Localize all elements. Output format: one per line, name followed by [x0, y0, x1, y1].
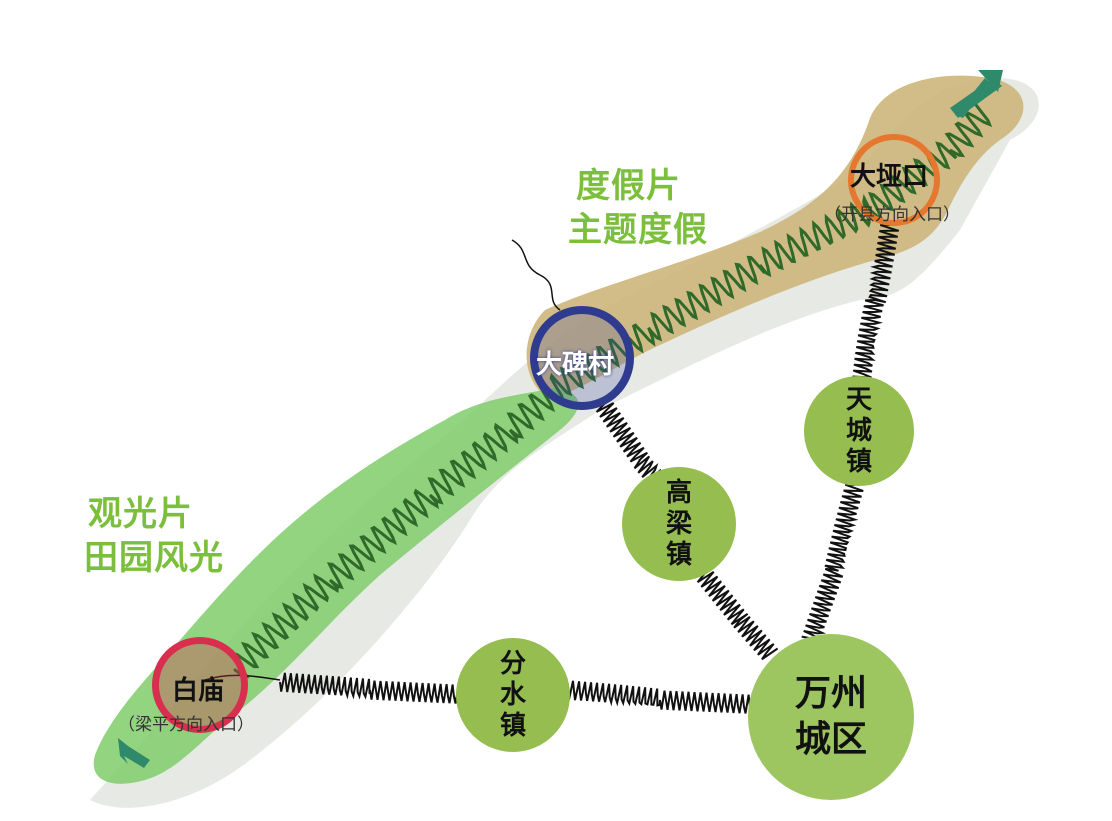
- baimiao-entrance-note: （梁平方向入口）: [118, 715, 254, 735]
- gaoliang-town: 高 梁 镇: [622, 467, 736, 581]
- fenshui-char-3: 镇: [499, 710, 526, 741]
- coil-gaoliang-wanzhou: [693, 566, 779, 661]
- fenshui-char-1: 分: [499, 648, 526, 679]
- coil-baimiao-fenshui: [279, 672, 460, 704]
- baimiao-label: 白庙: [172, 676, 225, 706]
- tiancheng-town: 天 城 镇: [804, 376, 914, 486]
- coil-fenshui-wanzhou: [567, 680, 751, 714]
- tiancheng-char-1: 天: [845, 384, 872, 415]
- road-north-dabeicun: [511, 239, 561, 311]
- gaoliang-char-2: 梁: [665, 508, 692, 539]
- coil-dabeicun-gaoliang: [592, 397, 671, 491]
- dayakou-ring: [848, 134, 940, 226]
- wanzhou-line-1: 万州: [794, 673, 867, 714]
- wanzhou-line-2: 城区: [794, 719, 867, 760]
- fenshui-char-2: 水: [499, 679, 526, 710]
- dabeicun-ring: [530, 306, 634, 410]
- sightseeing-zone-subtitle: 田园风光: [84, 538, 224, 578]
- fenshui-town: 分 水 镇: [456, 638, 570, 752]
- dabeicun-label: 大碑村: [536, 350, 615, 380]
- arrow-southwest-icon: [118, 738, 150, 768]
- resort-zone-title: 度假片: [576, 166, 681, 206]
- dayakou-label: 大垭口: [850, 162, 929, 192]
- coil-tiancheng-wanzhou: [801, 483, 864, 641]
- resort-zone-subtitle: 主题度假: [568, 210, 708, 250]
- gaoliang-char-3: 镇: [665, 539, 692, 570]
- tiancheng-char-3: 镇: [845, 446, 872, 477]
- road-connections: [279, 224, 899, 714]
- sightseeing-zone-title: 观光片: [88, 494, 193, 534]
- arrow-northeast-shaft: [950, 78, 1002, 118]
- dayakou-entrance-note: （开县方向入口）: [824, 205, 960, 225]
- baimiao-ring: [152, 637, 248, 733]
- tiancheng-char-2: 城: [845, 415, 872, 446]
- coil-dayakou-tiancheng: [852, 224, 899, 382]
- gaoliang-char-1: 高: [665, 477, 692, 508]
- wanzhou-city: 万州 城区: [748, 634, 914, 800]
